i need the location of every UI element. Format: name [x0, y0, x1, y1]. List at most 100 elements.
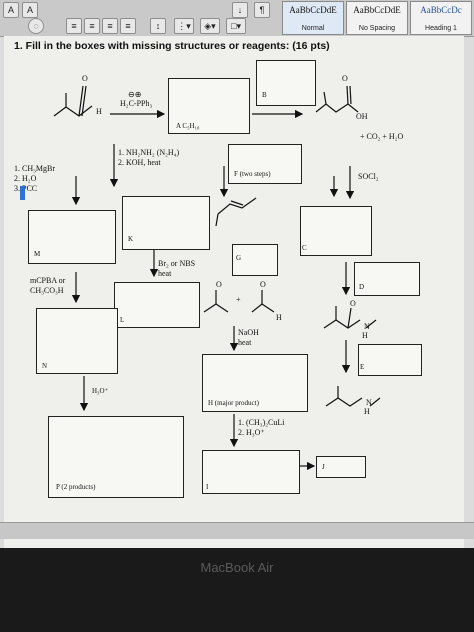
acid-skeleton — [315, 103, 359, 113]
justify-button[interactable]: ≡ — [120, 18, 136, 34]
aldehyde-skeleton — [53, 105, 93, 117]
label-e: E — [360, 363, 365, 371]
aldehyde2-skeleton — [251, 303, 275, 313]
epoxidation-reagent: mCPBA or CH₃CO₃H — [30, 276, 65, 296]
atom-h-amine: H — [364, 407, 370, 416]
highlight-button[interactable]: A — [22, 2, 38, 18]
reaction-drawings — [53, 85, 381, 471]
style-sample-text: AaBbCcDc — [420, 5, 462, 15]
socl2-reagent: SOCl₂ — [358, 172, 379, 181]
aldehyde-co-bond — [78, 85, 84, 117]
bromination-step-2: heat — [158, 269, 172, 278]
grignard-step-1: 1. CH₃MgBr — [14, 164, 56, 173]
answer-box-a[interactable] — [168, 78, 250, 134]
atom-h-amide: H — [362, 331, 368, 340]
label-c: C — [302, 244, 307, 252]
borders-button[interactable]: □▾ — [226, 18, 246, 34]
answer-box-m[interactable] — [28, 210, 116, 264]
acid-branch — [323, 91, 327, 105]
atom-o-acid: O — [342, 74, 348, 83]
label-p: P (2 products) — [56, 483, 96, 491]
answer-box-c[interactable] — [300, 206, 372, 256]
aldol-reagent: NaOH heat — [238, 328, 259, 348]
atom-n-amide: N — [364, 322, 370, 331]
atom-o-aldehyde: O — [82, 74, 88, 83]
label-b: B — [262, 91, 267, 99]
aldol-step-2: heat — [238, 338, 252, 347]
answer-box-f[interactable] — [228, 144, 302, 184]
aldol-step-1: NaOH — [238, 328, 259, 337]
laptop-brand-label: MacBook Air — [200, 560, 274, 575]
status-bar — [0, 522, 474, 539]
style-name-text: Heading 1 — [425, 25, 457, 32]
acid-carbonyl — [346, 85, 349, 105]
bromination-step-1: Br₂ or NBS — [158, 259, 196, 268]
list-button[interactable]: ⋮▾ — [174, 18, 194, 34]
label-j: J — [322, 463, 325, 471]
answer-box-i[interactable] — [202, 450, 300, 494]
wolff-step-2: 2. KOH, heat — [118, 158, 161, 167]
grignard-step-2: 2. H₂O — [14, 174, 37, 183]
style-sample-text: AaBbCcDdE — [353, 5, 401, 15]
show-marks-button[interactable]: ¶ — [254, 2, 270, 18]
atom-oh-acid: OH — [356, 112, 368, 121]
amide-nme — [365, 319, 377, 329]
acid-carbonyl-double — [349, 85, 352, 105]
align-center-button[interactable]: ≡ — [84, 18, 100, 34]
label-l: L — [120, 316, 125, 324]
ketone-skeleton — [203, 303, 229, 313]
answer-box-k[interactable] — [122, 196, 210, 250]
style-name-text: Normal — [301, 25, 325, 32]
atom-o-aldol-2: O — [260, 280, 266, 289]
atom-o-aldol-1: O — [216, 280, 222, 289]
answer-box-n[interactable] — [36, 308, 118, 374]
wolff-step-1: 1. NH₂NH₂ (N₂H₄) — [118, 148, 180, 157]
label-f: F (two steps) — [234, 170, 271, 178]
shading-button[interactable]: ◈▾ — [200, 18, 220, 34]
line-spacing-button[interactable]: ↕ — [150, 18, 166, 34]
answer-box-g[interactable] — [232, 244, 278, 276]
label-i: I — [206, 483, 209, 491]
label-a: A C₅H₁₀ — [176, 122, 200, 130]
amine-skeleton — [325, 397, 363, 407]
label-m: M — [34, 250, 41, 258]
atom-h-aldol: H — [276, 313, 282, 322]
label-d: D — [359, 283, 365, 291]
text-effects-button[interactable]: ◌ — [28, 18, 44, 34]
label-n: N — [42, 362, 48, 370]
cuprate-reagent: 1. (CH₃)₂CuLi 2. H₃O⁺ — [238, 418, 284, 438]
font-color-button[interactable]: A — [3, 2, 19, 18]
answer-box-p[interactable] — [48, 416, 184, 498]
label-k: K — [128, 235, 134, 243]
document-page[interactable]: 1. Fill in the boxes with missing struct… — [4, 36, 464, 548]
align-left-button[interactable]: ≡ — [66, 18, 82, 34]
wittig-charges: ⊖⊕ — [128, 90, 142, 99]
align-right-button[interactable]: ≡ — [102, 18, 118, 34]
style-sample-text: AaBbCcDdE — [289, 5, 337, 15]
question-heading: 1. Fill in the boxes with missing struct… — [14, 40, 330, 52]
atom-n-amine: N — [366, 398, 372, 407]
cuprate-step-1: 1. (CH₃)₂CuLi — [238, 418, 285, 427]
wittig-reagent: H₂C-PPh₃ — [120, 99, 153, 108]
answer-box-j[interactable] — [316, 456, 366, 478]
style-normal[interactable]: AaBbCcDdE Normal — [282, 1, 344, 35]
text-cursor — [20, 186, 25, 200]
answer-box-h[interactable] — [202, 354, 308, 412]
style-no-spacing[interactable]: AaBbCcDdE No Spacing — [346, 1, 408, 35]
answer-box-b[interactable] — [256, 60, 316, 106]
alkene-double — [230, 200, 244, 206]
style-heading-1[interactable]: AaBbCcDc Heading 1 — [410, 1, 472, 35]
style-name-text: No Spacing — [358, 25, 396, 32]
screen: A A ◌ ≡ ≡ ≡ ≡ ↕ ⋮▾ ◈▾ □▾ ↓ ¶ AaBbCcDdE N… — [0, 0, 474, 548]
label-h: H (major product) — [208, 399, 259, 407]
atom-h-aldehyde: H — [96, 107, 102, 116]
bromination-reagent: Br₂ or NBS heat — [158, 259, 195, 279]
word-ribbon: A A ◌ ≡ ≡ ≡ ≡ ↕ ⋮▾ ◈▾ □▾ ↓ ¶ AaBbCcDdE N… — [0, 0, 474, 37]
answer-box-e[interactable] — [358, 344, 422, 376]
answer-box-l[interactable] — [114, 282, 200, 328]
answer-box-d[interactable] — [354, 262, 420, 296]
sort-button[interactable]: ↓ — [232, 2, 248, 18]
amide-skeleton — [323, 319, 361, 329]
label-g: G — [236, 254, 242, 262]
grignard-step-3: 3. PCC — [14, 184, 38, 193]
